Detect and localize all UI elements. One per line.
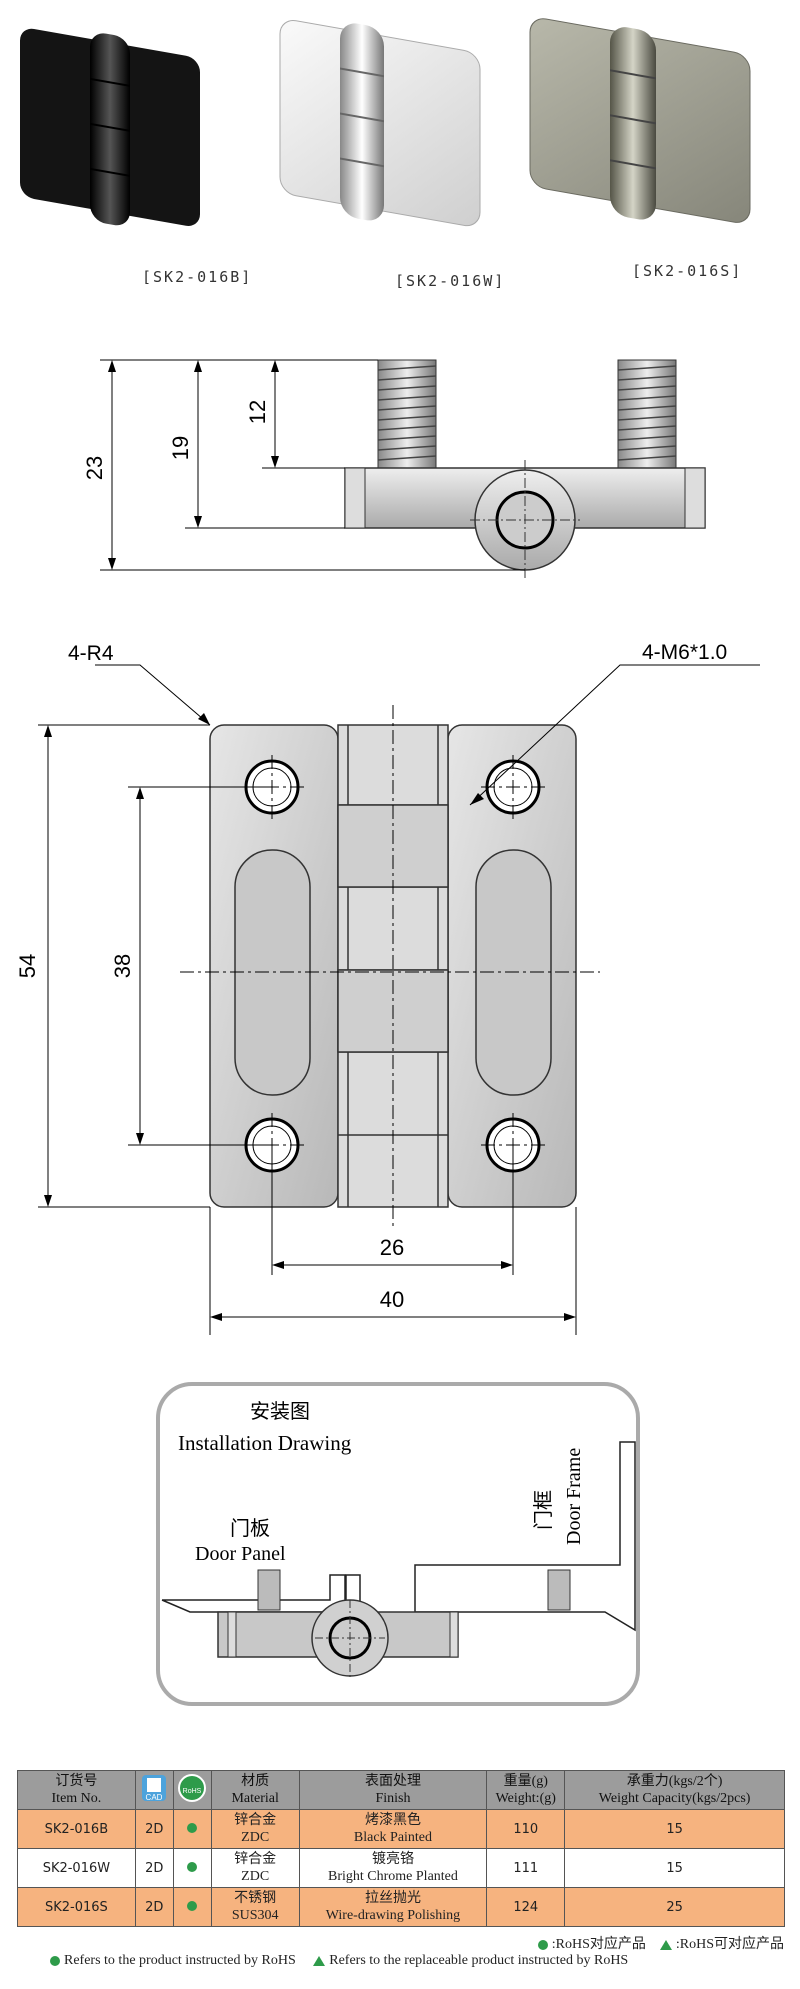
rohs-triangle-icon (659, 1939, 672, 1950)
dim-26: 26 (380, 1235, 404, 1260)
threaded-stud-right (617, 359, 677, 469)
rohs-icon: RoHS (178, 1773, 207, 1802)
dim-54: 54 (15, 954, 40, 978)
header-capacity: 承重力(kgs/2个)Weight Capacity(kgs/2pcs) (564, 1770, 785, 1810)
door-frame-cn: 门框 (532, 1490, 555, 1530)
label-thread: 4-M6*1.0 (642, 641, 727, 664)
cad-icon: CAD (142, 1774, 167, 1802)
legend-en: Refers to the product instructed by RoHS… (50, 1953, 628, 1969)
product-code-satin: [SK2-016S] (632, 262, 743, 280)
product-code-black: [SK2-016B] (142, 268, 253, 286)
rohs-dot-icon (537, 1939, 548, 1950)
product-photo-chrome (279, 20, 481, 227)
label-radius: 4-R4 (68, 642, 114, 665)
product-photo-black (20, 28, 200, 226)
rohs-triangle-icon (313, 1955, 326, 1966)
product-photos (20, 18, 751, 227)
install-title-cn: 安装图 (250, 1400, 310, 1423)
header-rohs: RoHS (172, 1770, 212, 1810)
door-frame-en: Door Frame (563, 1448, 585, 1545)
svg-text:CAD: CAD (146, 1793, 163, 1802)
rohs-dot (187, 1861, 198, 1872)
dim-38: 38 (110, 954, 135, 978)
dim-23: 23 (82, 456, 107, 480)
side-view-drawing: 23 19 12 (82, 359, 706, 580)
rohs-dot (187, 1900, 198, 1911)
door-panel-en: Door Panel (195, 1543, 286, 1565)
product-photo-satin (529, 18, 751, 223)
threaded-stud-left (377, 359, 437, 469)
front-view-drawing: 4-R4 4-M6*1.0 54 38 26 40 (15, 641, 760, 1335)
install-title-en: Installation Drawing (178, 1431, 352, 1455)
dim-19: 19 (168, 436, 193, 460)
header-cad: CAD (134, 1770, 174, 1810)
legend-cn: :RoHS对应产品 :RoHS可对应产品 (537, 1933, 784, 1953)
svg-text:RoHS: RoHS (183, 1788, 202, 1795)
rohs-dot (187, 1822, 198, 1833)
dim-12: 12 (245, 400, 270, 424)
header-weight: 重量(g)Weight:(g) (486, 1770, 566, 1810)
product-code-chrome: [SK2-016W] (395, 272, 506, 290)
dim-40: 40 (380, 1287, 404, 1312)
installation-drawing: 安装图 Installation Drawing 门板 Door Panel 门… (156, 1382, 640, 1706)
rohs-dot-icon (50, 1955, 60, 1966)
door-panel-cn: 门板 (230, 1517, 270, 1540)
